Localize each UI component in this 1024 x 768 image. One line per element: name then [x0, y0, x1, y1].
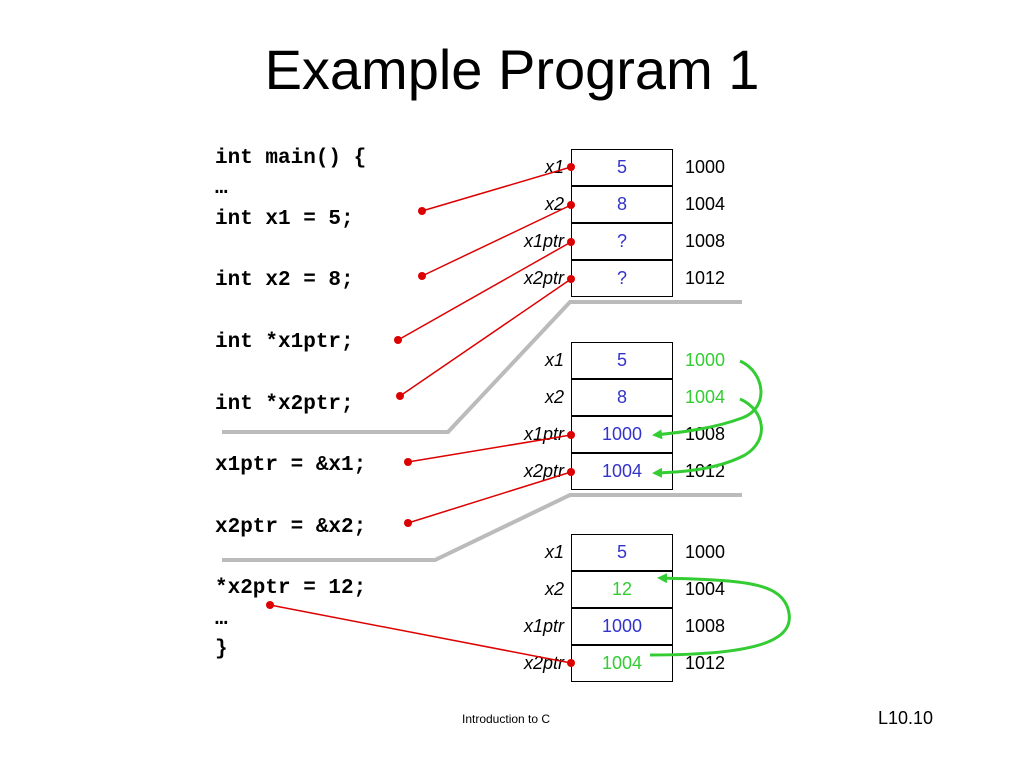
variable-label: x1ptr — [523, 424, 564, 444]
memory-address: 1004 — [685, 579, 726, 599]
connector-line — [399, 278, 572, 397]
slide-title: Example Program 1 — [264, 38, 760, 101]
memory-address: 1004 — [685, 194, 726, 214]
memory-value: 5 — [571, 534, 673, 571]
variable-label: x2ptr — [523, 653, 564, 673]
connector-line — [407, 471, 572, 524]
variable-label: x2ptr — [523, 461, 564, 481]
connector — [266, 601, 575, 667]
variable-label: x2 — [544, 387, 564, 407]
code-line: int x2 = 8; — [215, 269, 354, 292]
connector-dot — [418, 272, 426, 280]
connector-line — [421, 204, 572, 277]
connector-dot — [567, 431, 575, 439]
memory-address: 1000 — [685, 350, 726, 370]
code-line: x2ptr = &x2; — [215, 516, 367, 539]
connector-dot — [418, 207, 426, 215]
pointer-arrow — [649, 573, 791, 657]
memory-address: 1000 — [685, 157, 726, 177]
variable-label: x2 — [544, 579, 564, 599]
connector-dot — [567, 275, 575, 283]
connector-line — [397, 241, 572, 341]
connector — [418, 201, 575, 280]
connector-line — [269, 604, 572, 664]
separator-line — [222, 300, 742, 434]
memory-address: 1008 — [685, 231, 726, 251]
connector-dot — [567, 238, 575, 246]
memory-value: 12 — [571, 571, 673, 608]
code-line: int x1 = 5; — [215, 208, 354, 231]
connector — [404, 468, 575, 527]
connector-dot — [567, 468, 575, 476]
connector-dot — [567, 659, 575, 667]
connector — [404, 431, 575, 466]
separator-line — [222, 493, 742, 562]
memory-value: 1000 — [571, 608, 673, 645]
connector — [396, 275, 575, 400]
connector-line — [407, 434, 572, 463]
connector-dot — [404, 519, 412, 527]
memory-address: 1012 — [685, 653, 726, 673]
variable-label: x1ptr — [523, 616, 564, 636]
connector-dot — [567, 201, 575, 209]
memory-value: 8 — [571, 379, 673, 416]
footer-text: Introduction to C — [462, 712, 551, 726]
connector-dot — [396, 392, 404, 400]
connector-dot — [266, 601, 274, 609]
code-line: int main() { — [215, 147, 367, 170]
slide-number: L10.10 — [878, 708, 934, 728]
code-line: int *x2ptr; — [215, 393, 354, 416]
code-line: } — [215, 638, 228, 661]
variable-label: x1ptr — [523, 231, 564, 251]
code-line: int *x1ptr; — [215, 331, 354, 354]
variable-label: x1 — [544, 350, 564, 370]
connector — [394, 238, 575, 344]
connector-dot — [404, 458, 412, 466]
code-line: *x2ptr = 12; — [215, 577, 367, 600]
variable-label: x1 — [544, 157, 564, 177]
variable-label: x2 — [544, 194, 564, 214]
memory-address: 1008 — [685, 616, 726, 636]
connector — [418, 163, 575, 215]
connector-dot — [567, 163, 575, 171]
code-line: … — [215, 608, 228, 631]
variable-label: x1 — [544, 542, 564, 562]
memory-address: 1004 — [685, 387, 726, 407]
variable-label: x2ptr — [523, 268, 564, 288]
connector-dot — [394, 336, 402, 344]
connector-line — [421, 166, 572, 212]
code-line: … — [215, 177, 228, 200]
memory-value: 5 — [571, 342, 673, 379]
memory-address: 1012 — [685, 268, 726, 288]
memory-address: 1000 — [685, 542, 726, 562]
code-line: x1ptr = &x1; — [215, 454, 367, 477]
pointer-arrow — [652, 397, 763, 478]
pointer-arrow — [652, 359, 763, 440]
